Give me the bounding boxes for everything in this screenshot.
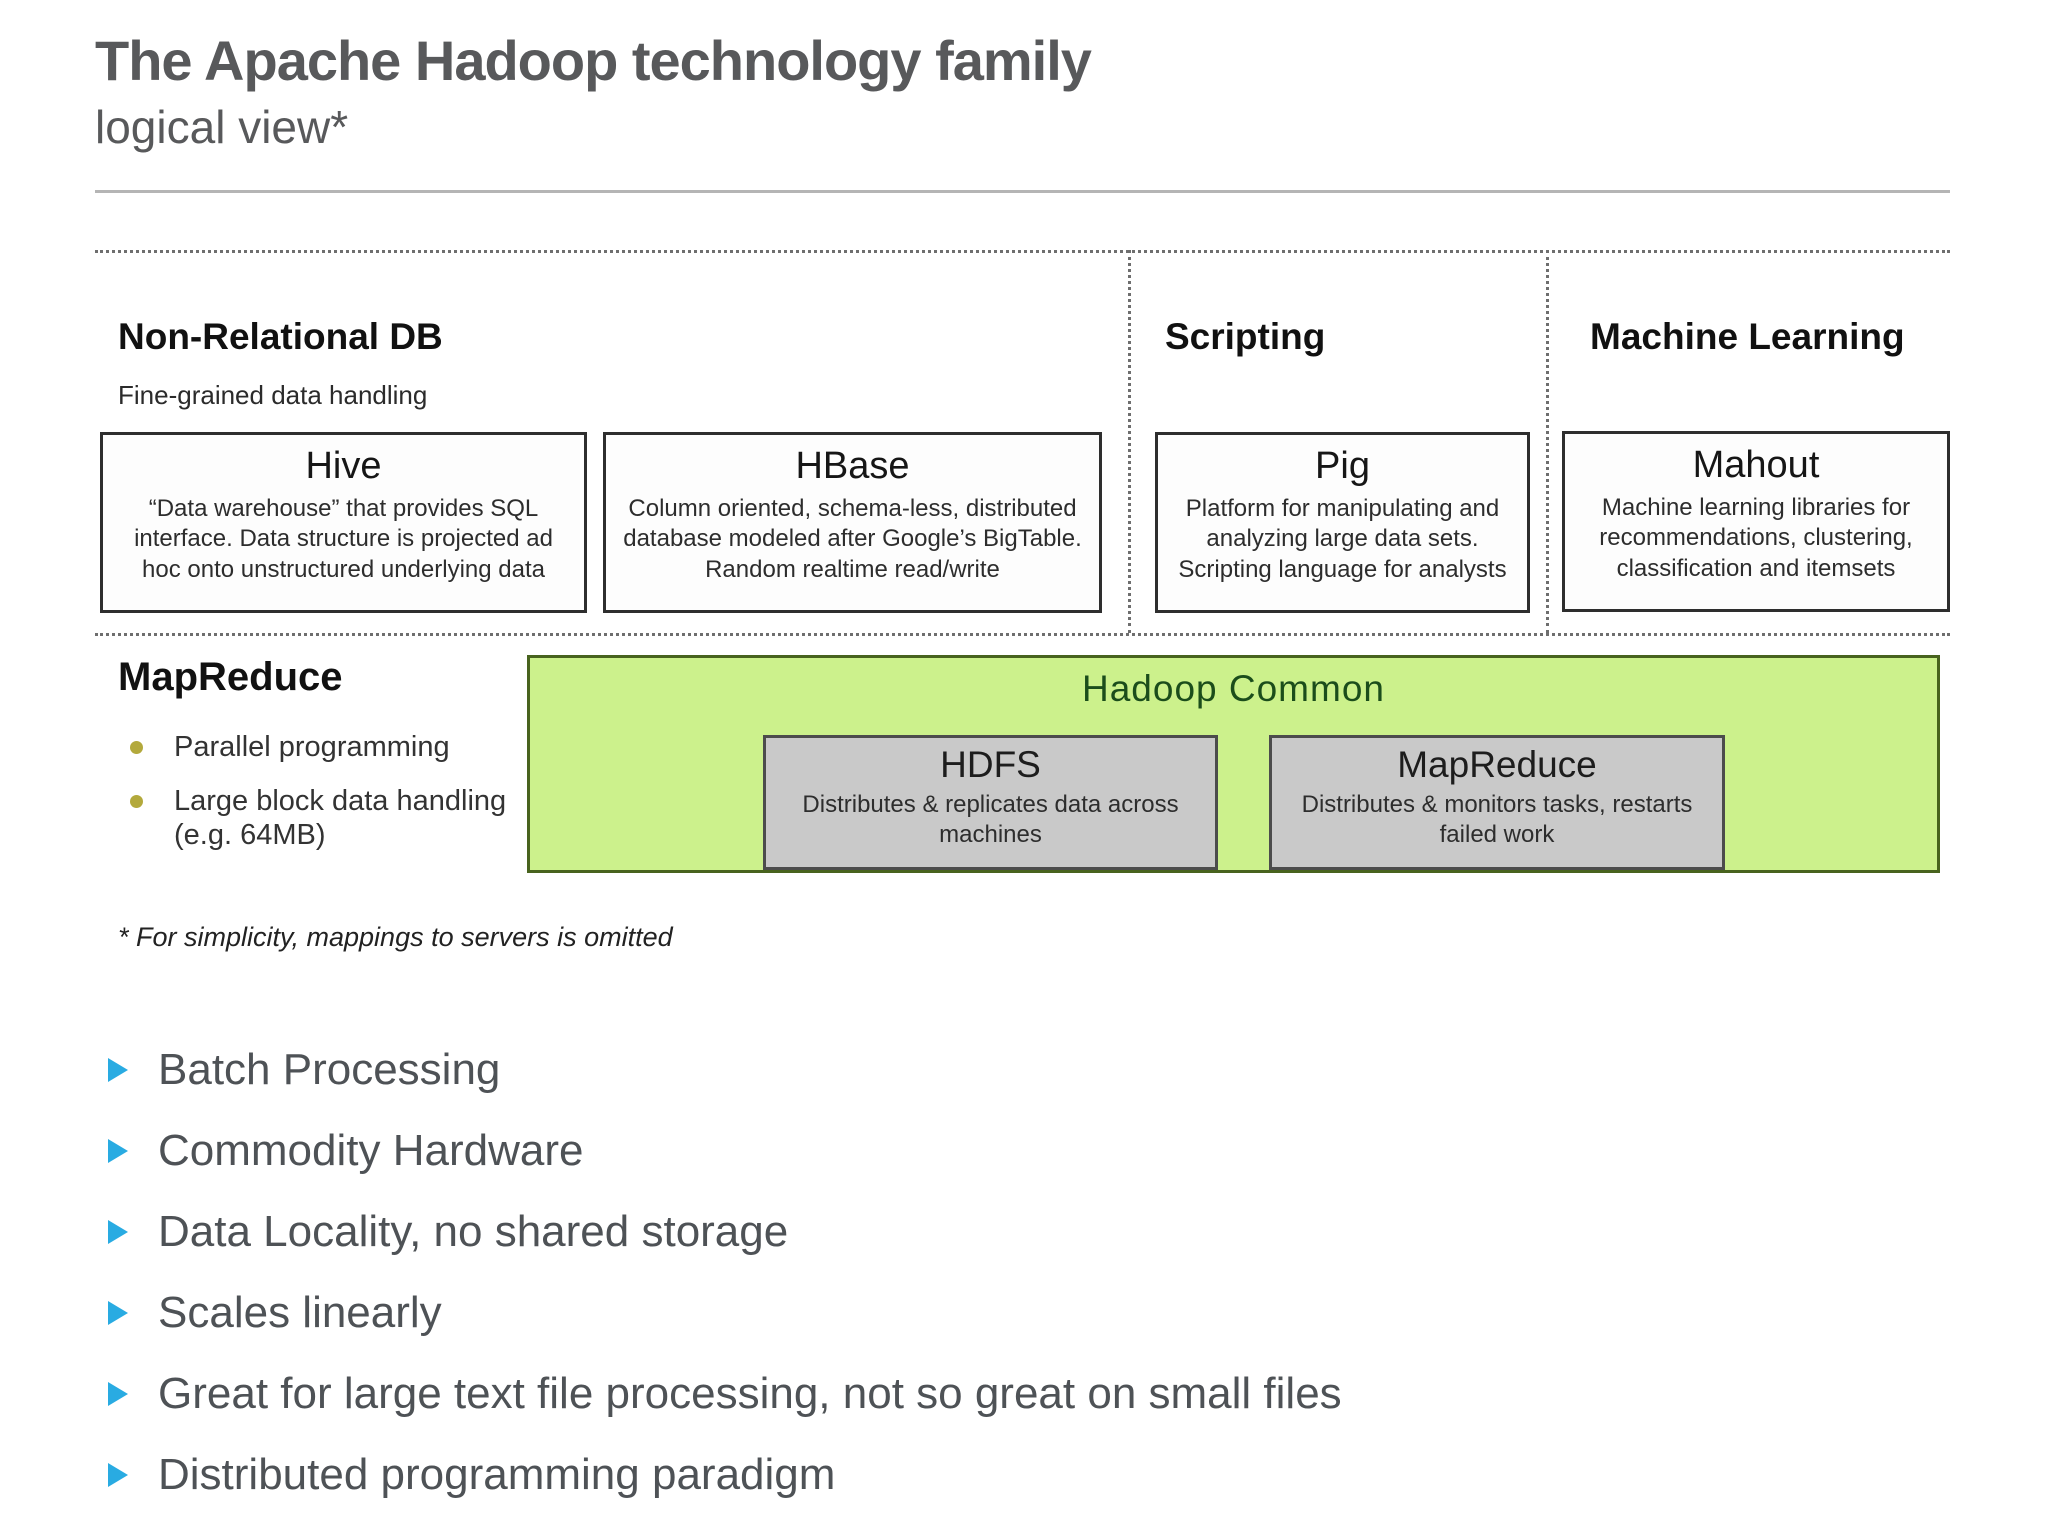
- box-hive: Hive “Data warehouse” that provides SQL …: [100, 432, 587, 613]
- list-item: Commodity Hardware: [108, 1125, 1342, 1177]
- key-point-label: Great for large text file processing, no…: [158, 1369, 1342, 1418]
- list-item: Scales linearly: [108, 1287, 1342, 1339]
- key-point-label: Scales linearly: [158, 1288, 442, 1337]
- box-hbase-description: Column oriented, schema-less, distribute…: [623, 495, 1082, 583]
- box-hbase: HBase Column oriented, schema-less, dist…: [603, 432, 1102, 613]
- page-subtitle: logical view*: [95, 101, 349, 153]
- box-mahout-description: Machine learning libraries for recommend…: [1599, 494, 1913, 582]
- list-item: Distributed programming paradigm: [108, 1449, 1342, 1501]
- key-points-list: Batch Processing Commodity Hardware Data…: [108, 1044, 1342, 1501]
- section-subheader-non-relational-db: Fine-grained data handling: [118, 380, 428, 410]
- box-hbase-title: HBase: [795, 445, 910, 487]
- dotted-divider-top: [95, 250, 1950, 253]
- dotted-divider-vertical-2: [1546, 250, 1549, 633]
- mapreduce-bullet-label: Parallel programming: [174, 731, 450, 763]
- box-hive-title: Hive: [305, 445, 382, 487]
- list-item: Parallel programming: [128, 730, 568, 764]
- mapreduce-bullet-label: Large block data handling (e.g. 64MB): [174, 785, 507, 852]
- title-divider: [95, 190, 1950, 193]
- box-mapreduce-description: Distributes & monitors tasks, restarts f…: [1301, 791, 1693, 848]
- bullet-triangle-icon: [108, 1301, 128, 1325]
- list-item: Batch Processing: [108, 1044, 1342, 1096]
- box-mahout-title: Mahout: [1692, 444, 1820, 486]
- bullet-triangle-icon: [108, 1139, 128, 1163]
- dotted-divider-vertical-1: [1128, 250, 1131, 633]
- key-point-label: Batch Processing: [158, 1045, 501, 1094]
- key-point-label: Data Locality, no shared storage: [158, 1207, 789, 1256]
- bullet-triangle-icon: [108, 1382, 128, 1406]
- bullet-dot-icon: [130, 795, 143, 809]
- box-pig-title: Pig: [1315, 445, 1370, 487]
- box-pig: Pig Platform for manipulating and analyz…: [1155, 432, 1530, 613]
- list-item: Great for large text file processing, no…: [108, 1368, 1342, 1420]
- box-mahout: Mahout Machine learning libraries for re…: [1562, 431, 1950, 612]
- key-point-label: Distributed programming paradigm: [158, 1450, 836, 1499]
- section-header-non-relational-db: Non-Relational DB: [118, 316, 443, 357]
- footnote: * For simplicity, mappings to servers is…: [118, 922, 673, 952]
- box-mapreduce: MapReduce Distributes & monitors tasks, …: [1269, 735, 1725, 870]
- page-title: The Apache Hadoop technology family: [95, 29, 1092, 92]
- mapreduce-bullet-list: Parallel programming Large block data ha…: [128, 730, 568, 873]
- key-point-label: Commodity Hardware: [158, 1126, 584, 1175]
- bullet-dot-icon: [130, 741, 143, 754]
- hadoop-common-title: Hadoop Common: [1082, 668, 1385, 709]
- bullet-triangle-icon: [108, 1220, 128, 1244]
- box-mapreduce-title: MapReduce: [1397, 744, 1597, 785]
- section-header-scripting: Scripting: [1165, 316, 1326, 357]
- list-item: Large block data handling (e.g. 64MB): [128, 784, 568, 852]
- bullet-triangle-icon: [108, 1058, 128, 1082]
- box-pig-description: Platform for manipulating and analyzing …: [1178, 495, 1507, 583]
- list-item: Data Locality, no shared storage: [108, 1206, 1342, 1258]
- dotted-divider-bottom: [95, 633, 1950, 636]
- bullet-triangle-icon: [108, 1463, 128, 1487]
- hadoop-common-container: Hadoop Common HDFS Distributes & replica…: [527, 655, 1940, 873]
- section-header-machine-learning: Machine Learning: [1590, 316, 1905, 357]
- box-hive-description: “Data warehouse” that provides SQL inter…: [134, 495, 553, 583]
- box-hdfs: HDFS Distributes & replicates data acros…: [763, 735, 1218, 870]
- section-header-mapreduce: MapReduce: [118, 655, 343, 699]
- box-hdfs-title: HDFS: [940, 744, 1041, 785]
- box-hdfs-description: Distributes & replicates data across mac…: [802, 791, 1179, 848]
